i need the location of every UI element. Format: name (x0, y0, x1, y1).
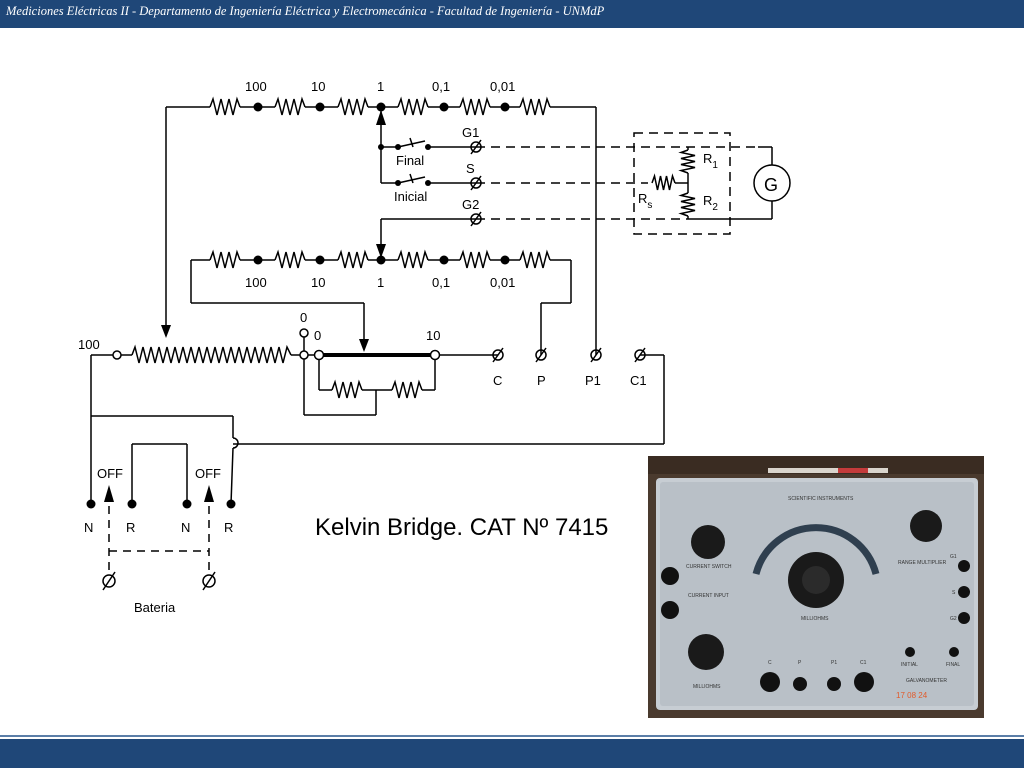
terminal-p1-label: P1 (585, 373, 601, 388)
photo-current-switch: CURRENT SWITCH (686, 564, 732, 570)
galvanometer-icon (753, 164, 791, 202)
galvanometer-label: G (764, 175, 778, 195)
footer-bar (0, 739, 1024, 768)
slide-zero-top-label: 0 (300, 310, 307, 325)
slide-zero-label: 0 (314, 328, 321, 343)
photo-brand: SCIENTIFIC INSTRUMENTS (788, 496, 854, 502)
terminal-c1-label: C1 (630, 373, 647, 388)
top-label-100: 100 (245, 79, 267, 94)
r-right-label: R (224, 520, 233, 535)
lower-label-0-01: 0,01 (490, 275, 515, 290)
photo-milliohms-knob: MILLIOHMS (693, 684, 721, 690)
n-left-label: N (84, 520, 93, 535)
g1-post-icon (958, 560, 970, 572)
switch-inicial-label: Inicial (394, 189, 427, 204)
top-label-1: 1 (377, 79, 384, 94)
lower-label-0-1: 0,1 (432, 275, 450, 290)
photo-g2: G2 (950, 616, 957, 622)
instrument-photo: SCIENTIFIC INSTRUMENTS MILLIOHMS CURRENT… (648, 456, 984, 718)
photo-final: FINAL (946, 662, 960, 668)
photo-g1: G1 (950, 554, 957, 560)
header-bar: Mediciones Eléctricas II - Departamento … (0, 0, 1024, 28)
top-label-10: 10 (311, 79, 325, 94)
n-right-label: N (181, 520, 190, 535)
photo-c1: C1 (860, 660, 867, 666)
dashed-galvanometer-links (476, 132, 758, 235)
terminal-g2-label: G2 (462, 197, 479, 212)
lower-decade-chain (190, 251, 572, 355)
footer-divider (0, 735, 1024, 737)
photo-p1: P1 (831, 660, 837, 666)
junction-dots (86, 102, 510, 509)
photo-c: C (768, 660, 772, 666)
off-right-label: OFF (195, 466, 221, 481)
slide-ten-label: 10 (426, 328, 440, 343)
terminal-c-label: C (493, 373, 502, 388)
terminal-p-label: P (537, 373, 546, 388)
lower-label-100: 100 (245, 275, 267, 290)
photo-date-stamp: 17 08 24 (896, 691, 928, 700)
top-label-0-1: 0,1 (432, 79, 450, 94)
rs-label: Rs (638, 191, 652, 211)
lower-label-1: 1 (377, 275, 384, 290)
photo-s: S (952, 590, 956, 596)
binding-posts (102, 139, 646, 591)
rheostat-label: 100 (78, 337, 100, 352)
header-title: Mediciones Eléctricas II - Departamento … (6, 4, 605, 18)
photo-galvanometer: GALVANOMETER (906, 678, 947, 684)
terminal-g1-label: G1 (462, 125, 479, 140)
initial-button-icon (905, 647, 915, 657)
diagram-title: Kelvin Bridge. CAT Nº 7415 (315, 514, 608, 541)
milliohms-knob-icon (688, 634, 724, 670)
switch-final-label: Final (396, 153, 424, 168)
r2-label: R2 (703, 193, 718, 213)
photo-milliohms-center: MILLIOHMS (801, 616, 829, 622)
open-terminals (112, 328, 441, 361)
range-multiplier-knob-icon (910, 510, 942, 542)
rheostat-slidewire (120, 336, 498, 416)
battery-wiring (90, 354, 239, 570)
photo-range-multiplier: RANGE MULTIPLIER (898, 560, 947, 566)
off-left-label: OFF (97, 466, 123, 481)
kelvin-bridge-diagram: 100 10 1 0,1 0,01 100 10 1 0,1 0,01 Fina… (78, 79, 791, 615)
current-input-jack-icon (661, 567, 679, 585)
lower-label-10: 10 (311, 275, 325, 290)
top-label-0-01: 0,01 (490, 79, 515, 94)
photo-initial: INITIAL (901, 662, 918, 668)
battery-label: Bateria (134, 600, 176, 615)
current-switch-knob-icon (691, 525, 725, 559)
photo-p: P (798, 660, 802, 666)
photo-current-input: CURRENT INPUT (688, 593, 729, 599)
galvanometer-network (651, 146, 791, 220)
r-left-label: R (126, 520, 135, 535)
terminal-s-label: S (466, 161, 475, 176)
r1-label: R1 (703, 151, 718, 171)
c-post-icon (760, 672, 780, 692)
